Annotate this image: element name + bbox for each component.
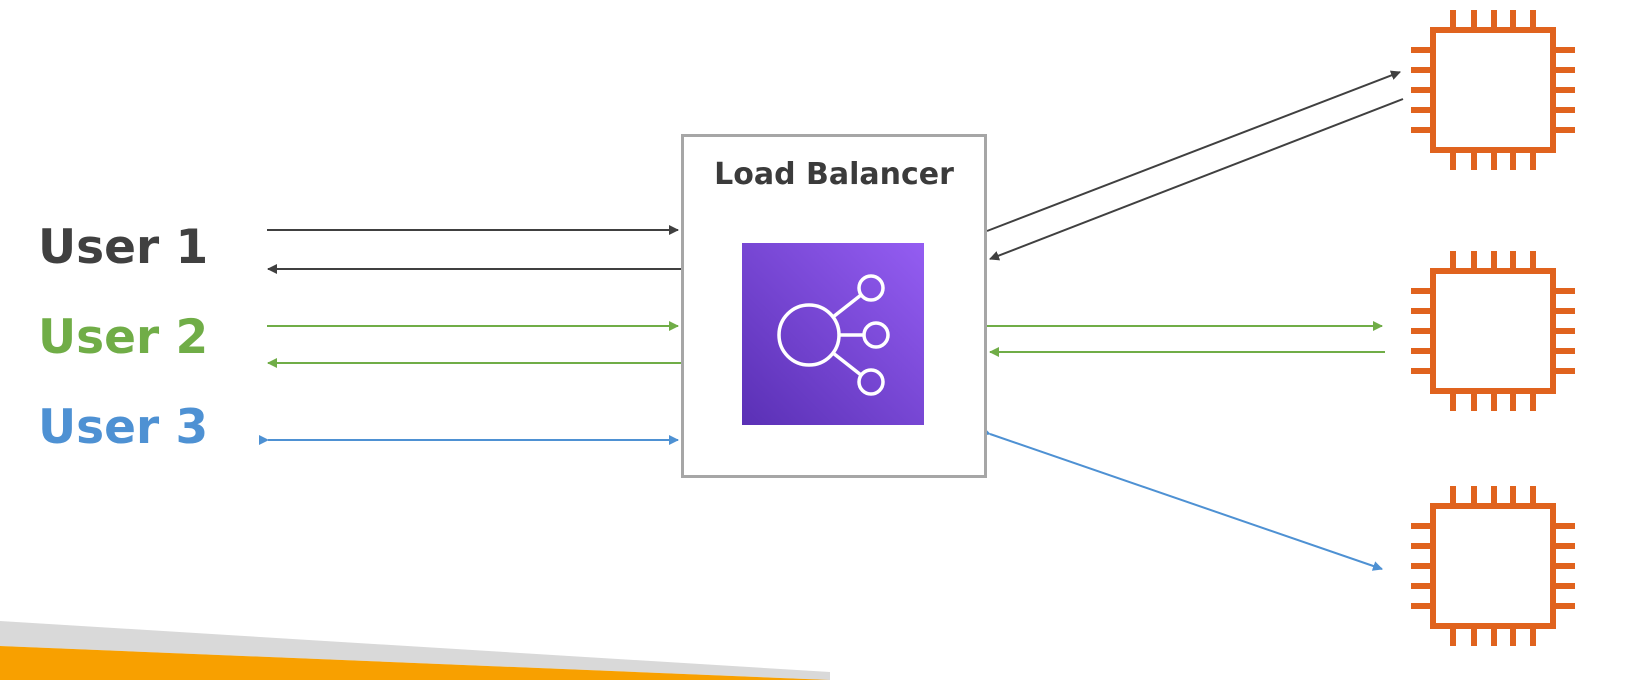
load-balancer-title: Load Balancer <box>714 157 954 192</box>
user-2-label: User 2 <box>38 310 209 365</box>
ec2-instance-3-icon <box>1411 486 1575 646</box>
user-1-label: User 1 <box>38 220 209 275</box>
ec2-instance-1-icon <box>1411 10 1575 170</box>
instance1-to-lb-arrow <box>989 98 1404 261</box>
footer-orange-band <box>0 646 830 680</box>
lb-instance3-bidirectional-arrow <box>979 426 1383 571</box>
lb-to-instance1-arrow <box>986 70 1401 232</box>
user-3-label: User 3 <box>38 400 209 455</box>
elastic-load-balancing-icon <box>742 243 924 425</box>
ec2-instance-2-icon <box>1411 251 1575 411</box>
footer-gray-stripe <box>0 621 830 680</box>
